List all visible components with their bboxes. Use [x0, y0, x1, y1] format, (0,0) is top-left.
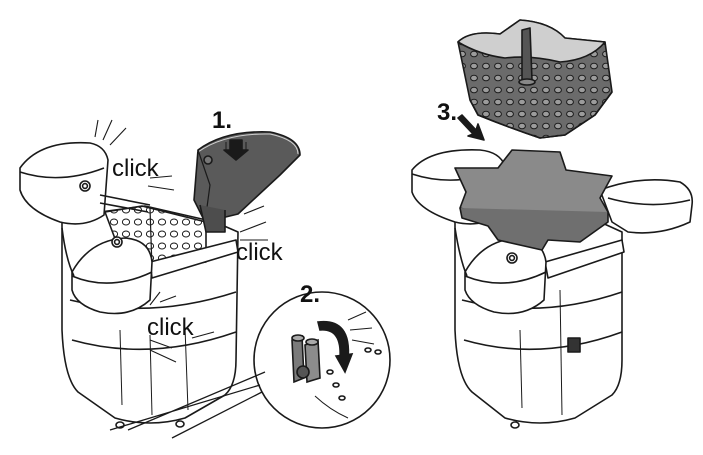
step1-arrow-icon: [223, 139, 249, 161]
right-unit: [411, 19, 694, 429]
step3-arrow-icon: [457, 114, 485, 141]
left-lid-front: [71, 237, 153, 315]
left-motion-lines: [94, 119, 268, 363]
left-lid-back: [19, 141, 109, 225]
left-lid-dark: [193, 131, 301, 223]
right-lid-front: [464, 237, 547, 315]
click-label-mid: click: [236, 239, 284, 266]
detail-zoom: [109, 291, 391, 439]
step3-label: 3.: [437, 99, 457, 126]
step2-label: 2.: [300, 281, 320, 308]
right-lid-back-right: [599, 178, 694, 234]
click-label-front: click: [147, 314, 195, 341]
click-label-top: click: [112, 155, 160, 182]
left-unit: [19, 119, 301, 429]
step1-label: 1.: [212, 107, 232, 134]
